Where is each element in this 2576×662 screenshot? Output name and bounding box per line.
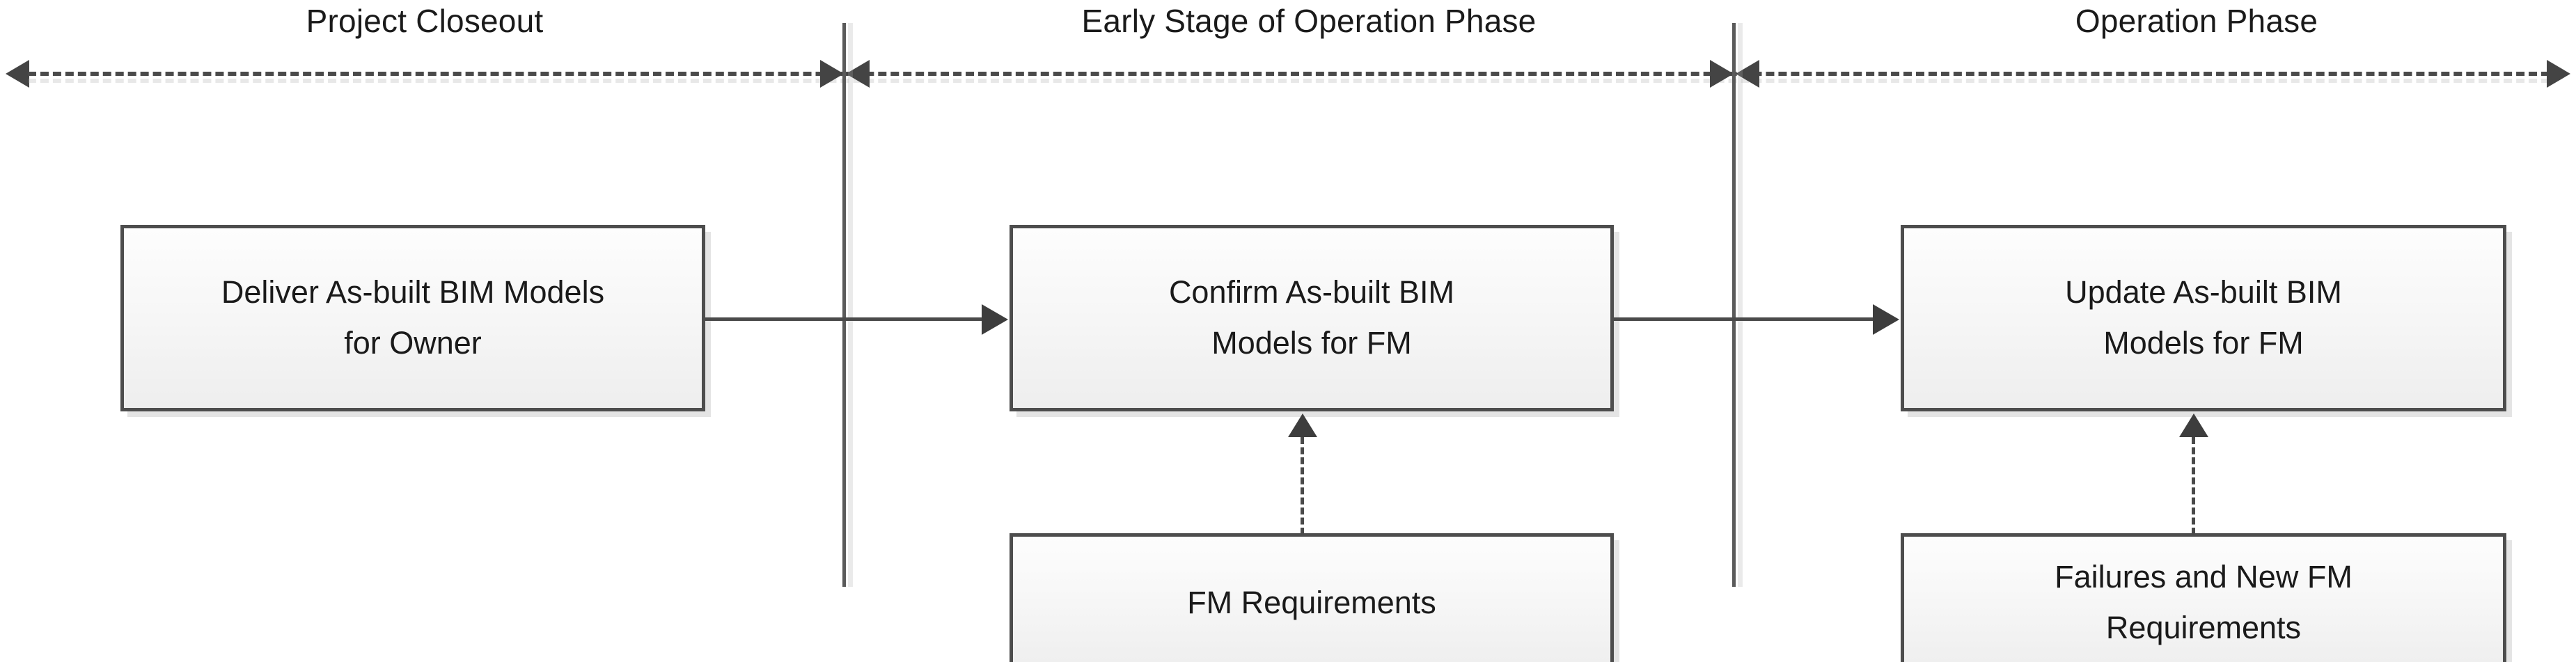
phase-divider-2	[1732, 23, 1743, 587]
phase-label-operation: Operation Phase	[2075, 3, 2318, 39]
connector-failures-to-update-arrow-icon	[2179, 413, 2208, 437]
connector-confirm-to-update-arrow-icon	[1873, 304, 1899, 335]
input-box-fm-requirements-text: FM Requirements	[1175, 578, 1449, 629]
timeline-right-arrow-icon	[2547, 60, 2570, 88]
input-box-failures-new-fm-requirements-line1: Failures and New FM	[2055, 559, 2353, 595]
connector-failures-to-update-shaft	[2192, 437, 2195, 535]
process-box-confirm-as-built[interactable]: Confirm As-built BIM Models for FM	[1010, 225, 1614, 411]
connector-deliver-to-confirm-arrow-icon	[982, 304, 1008, 335]
process-box-update-as-built-line1: Update As-built BIM	[2065, 274, 2342, 310]
process-box-update-as-built-text: Update As-built BIM Models for FM	[2052, 267, 2355, 369]
phase-divider-1	[842, 23, 853, 587]
process-box-update-as-built-line2: Models for FM	[2103, 325, 2304, 361]
input-box-failures-new-fm-requirements-line2: Requirements	[2105, 610, 2302, 645]
timeline-junction-2-left-arrow-icon	[1736, 60, 1759, 88]
process-box-deliver-as-built-line1: Deliver As-built BIM Models	[221, 274, 605, 310]
connector-fm-req-to-confirm-shaft	[1301, 437, 1304, 535]
connector-fm-req-to-confirm-arrow-icon	[1288, 413, 1317, 437]
input-box-fm-requirements-line1: FM Requirements	[1187, 584, 1436, 620]
process-box-confirm-as-built-line2: Models for FM	[1211, 325, 1412, 361]
phase-label-project-closeout: Project Closeout	[306, 3, 544, 39]
timeline-dashed-shaft	[28, 72, 2550, 83]
process-box-deliver-as-built-line2: for Owner	[344, 325, 482, 361]
timeline-left-arrow-icon	[6, 60, 29, 88]
timeline-junction-1-right-arrow-icon	[820, 60, 844, 88]
timeline-junction-1-left-arrow-icon	[846, 60, 870, 88]
timeline-junction-2-right-arrow-icon	[1710, 60, 1734, 88]
phase-label-early-stage-operation: Early Stage of Operation Phase	[1081, 3, 1537, 39]
process-box-confirm-as-built-text: Confirm As-built BIM Models for FM	[1156, 267, 1467, 369]
input-box-failures-new-fm-requirements-text: Failures and New FM Requirements	[2042, 552, 2365, 654]
input-box-fm-requirements[interactable]: FM Requirements	[1010, 533, 1614, 662]
connector-deliver-to-confirm-shaft	[705, 317, 984, 321]
input-box-failures-new-fm-requirements[interactable]: Failures and New FM Requirements	[1901, 533, 2506, 662]
process-box-deliver-as-built-text: Deliver As-built BIM Models for Owner	[209, 267, 617, 369]
process-box-confirm-as-built-line1: Confirm As-built BIM	[1168, 274, 1455, 310]
process-box-deliver-as-built[interactable]: Deliver As-built BIM Models for Owner	[120, 225, 705, 411]
process-box-update-as-built[interactable]: Update As-built BIM Models for FM	[1901, 225, 2506, 411]
connector-confirm-to-update-shaft	[1614, 317, 1875, 321]
